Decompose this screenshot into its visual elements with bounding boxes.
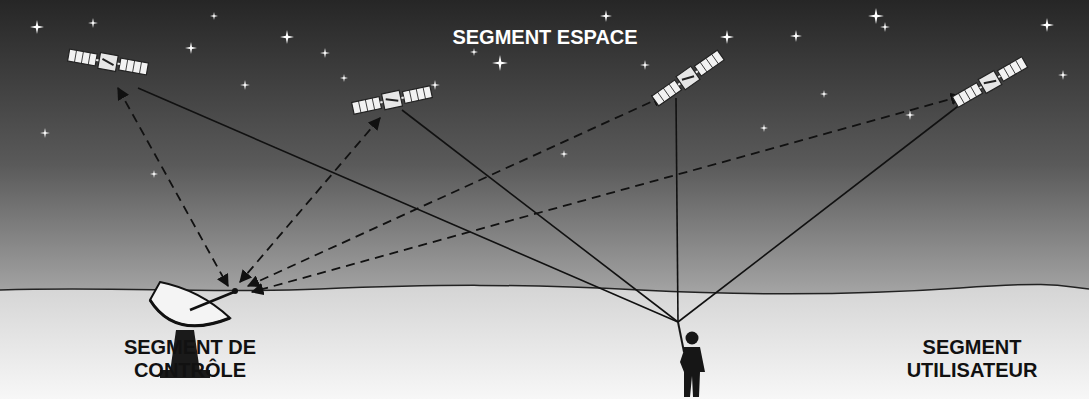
- user-figure: [678, 322, 705, 397]
- stars: [30, 8, 1068, 178]
- satellites: [67, 47, 1028, 116]
- control-segment-label: SEGMENT DE CONTRÔLE: [115, 336, 265, 382]
- user-segment-label: SEGMENT UTILISATEUR: [887, 336, 1057, 382]
- space-segment-label: SEGMENT ESPACE: [365, 26, 725, 49]
- signal-lines: [138, 88, 966, 322]
